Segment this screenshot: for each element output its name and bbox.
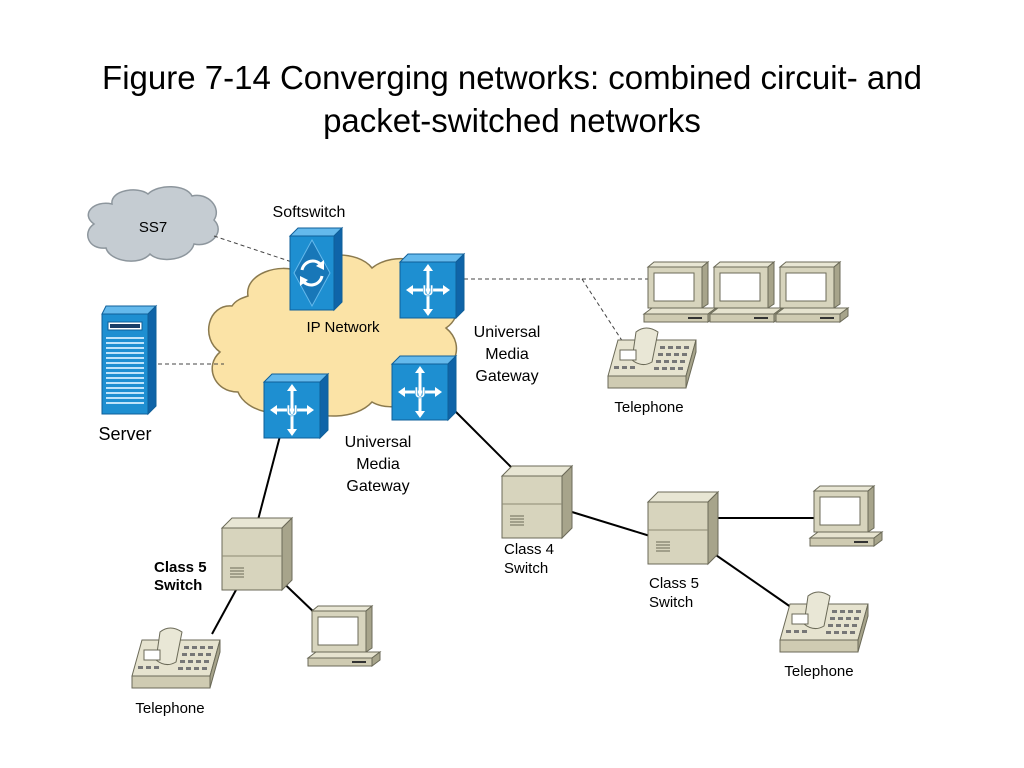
- softswitch-icon: [288, 226, 344, 312]
- telephone-icon-top: [607, 327, 697, 389]
- umg-left-label: Universal Media Gateway: [345, 434, 412, 495]
- gateway-class4-link: [453, 409, 513, 469]
- dashed-links: [158, 235, 648, 365]
- umg-left-line-2: Media: [356, 456, 400, 473]
- class5-right-label-line-2: Switch: [649, 594, 693, 611]
- class5-switch-right-icon: [647, 491, 719, 565]
- class5-switch-left-icon: [221, 517, 293, 591]
- class4-switch-icon: [501, 465, 573, 539]
- telephone-icon-bottom-left: [131, 627, 221, 689]
- umg-left-line-1: Universal: [345, 434, 412, 451]
- telephone-bottom-left-label: Telephone: [135, 700, 204, 717]
- ss7-softswitch-link: [213, 235, 293, 263]
- class4-label-line-1: Class 4: [504, 541, 554, 558]
- umg-right-line-1: Universal: [474, 324, 541, 341]
- ss7-cloud-icon: [87, 186, 219, 262]
- umg-left-line-3: Gateway: [346, 478, 409, 495]
- workstation-icon-top-1: [643, 261, 717, 323]
- workstation-icon-right: [809, 485, 883, 547]
- server-icon: [101, 304, 158, 416]
- class4-label-line-2: Switch: [504, 560, 548, 577]
- class5-right-label-line-1: Class 5: [649, 575, 699, 592]
- workstation-icon-top-2: [709, 261, 783, 323]
- workstation-icon-top-3: [775, 261, 849, 323]
- server-label: Server: [98, 424, 151, 444]
- media-gateway-top-icon: [398, 252, 466, 320]
- gateway-phone-link: [581, 278, 633, 357]
- title-line-1: Figure 7-14 Converging networks: combine…: [102, 59, 922, 96]
- softswitch-label: Softswitch: [273, 204, 346, 221]
- class4-class5-link: [571, 511, 651, 537]
- telephone-bottom-right-label: Telephone: [784, 663, 853, 680]
- workstation-icon-bottom-left: [307, 605, 381, 667]
- class5-left-label-line-1: Class 5: [154, 559, 207, 576]
- ss7-label: SS7: [139, 219, 167, 236]
- umg-right-line-2: Media: [485, 346, 529, 363]
- umg-right-line-3: Gateway: [475, 368, 538, 385]
- umg-right-label: Universal Media Gateway: [474, 324, 541, 385]
- telephone-top-label: Telephone: [614, 399, 683, 416]
- title-line-2: packet-switched networks: [323, 102, 701, 139]
- media-gateway-middle-icon: [390, 354, 458, 422]
- gateway-class5-left-link: [257, 435, 281, 521]
- ip-network-label: IP Network: [306, 319, 380, 336]
- media-gateway-left-icon: [262, 372, 330, 440]
- class5-left-label-line-2: Switch: [154, 577, 202, 594]
- class5-phone-left-link: [211, 589, 237, 635]
- figure-title: Figure 7-14 Converging networks: combine…: [0, 56, 1024, 142]
- telephone-icon-bottom-right: [779, 591, 869, 653]
